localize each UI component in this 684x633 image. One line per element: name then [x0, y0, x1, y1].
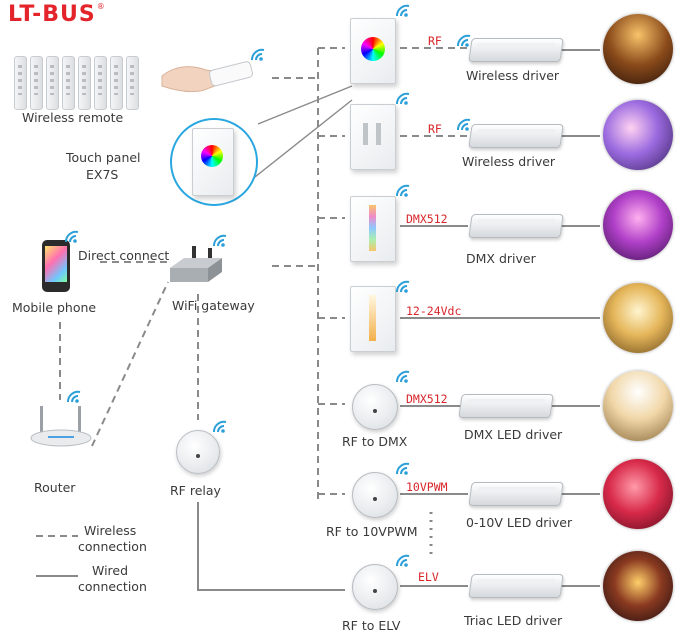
wifi-icon: [250, 48, 265, 62]
smartphone-icon: [42, 240, 70, 292]
touch-panel-dmx: [350, 196, 396, 262]
rf-to-dmx-label: RF to DMX: [342, 434, 408, 449]
panel-slider-right: [376, 123, 381, 145]
legend-wireless-label-1: Wireless: [84, 523, 137, 538]
wifi-icon: [395, 554, 410, 568]
remote-unit-7: [110, 56, 123, 110]
room-photo-icon: [603, 14, 673, 84]
led-driver-0-10v-label: 0-10V LED driver: [466, 515, 573, 530]
wireless-link-router-gateway: [91, 281, 169, 447]
rf-relay-label: RF relay: [170, 483, 221, 498]
wifi-icon: [212, 420, 227, 434]
led-driver-icon: [468, 482, 564, 506]
room-photo-icon: [603, 283, 673, 353]
rf-to-10vpwm-label: RF to 10VPWM: [326, 524, 418, 539]
wifi-icon: [456, 118, 471, 132]
panel-slider-left: [363, 123, 368, 145]
wireless-remote-label: Wireless remote: [22, 110, 124, 125]
panel-cct-bar: [369, 295, 376, 341]
wifi-gateway-label: WiFi gateway: [172, 298, 255, 313]
signal-dmx512-2: DMX512: [406, 392, 448, 406]
wifi-icon: [212, 234, 227, 248]
rf-to-elv-icon: [352, 564, 398, 610]
wifi-icon: [456, 34, 471, 48]
brand-logo: LT-BUS®: [8, 2, 106, 27]
touch-panel-cct: [350, 286, 396, 352]
legend-wired-label-2: connection: [78, 579, 147, 594]
wifi-icon: [395, 462, 410, 476]
wifi-icon: [64, 230, 79, 244]
registered-mark: ®: [96, 2, 106, 11]
led-driver-icon: [468, 38, 564, 62]
signal-rf-2: RF: [428, 122, 442, 136]
touch-panel-dimmer: [350, 104, 396, 170]
dmx-driver-label: DMX driver: [466, 251, 536, 266]
wifi-icon: [395, 4, 410, 18]
remote-unit-5: [78, 56, 91, 110]
hand-icon: [161, 61, 253, 93]
touch-panel-label: Touch panel: [66, 150, 141, 165]
led-driver-icon: [468, 214, 564, 238]
room-photo-icon: [603, 100, 673, 170]
wifi-icon: [66, 390, 81, 404]
phone-screen: [45, 246, 67, 282]
rf-to-elv-label: RF to ELV: [342, 618, 401, 633]
router-label: Router: [34, 480, 76, 495]
signal-12-24vdc: 12-24Vdc: [406, 304, 462, 318]
room-photo-icon: [603, 459, 673, 529]
rf-to-dmx-icon: [352, 384, 398, 430]
room-photo-icon: [603, 190, 673, 260]
remote-unit-4: [62, 56, 75, 110]
led-driver-icon: [468, 124, 564, 148]
mobile-phone-label: Mobile phone: [12, 300, 97, 315]
wifi-icon: [395, 280, 410, 294]
room-photo-icon: [603, 371, 673, 441]
remote-unit-2: [30, 56, 43, 110]
color-wheel-icon: [361, 37, 385, 61]
touch-panel-icon: [192, 128, 234, 196]
room-photo-icon: [603, 551, 673, 621]
direct-connect-label: Direct connect: [78, 248, 170, 263]
dmx-led-driver-label: DMX LED driver: [464, 427, 563, 442]
remote-unit-6: [94, 56, 107, 110]
brand-name: LT-BUS: [8, 2, 96, 27]
router-icon: [30, 406, 92, 447]
panel-color-bar: [369, 205, 376, 251]
wifi-icon: [395, 92, 410, 106]
remote-unit-1: [14, 56, 27, 110]
remote-unit-8: [126, 56, 139, 110]
touch-panel-zoom: [170, 118, 258, 206]
triac-led-driver-label: Triac LED driver: [464, 613, 563, 628]
wired-link-relay-elv: [197, 502, 345, 591]
legend-wired-label-1: Wired: [92, 563, 129, 578]
wireless-driver-label-1: Wireless driver: [466, 68, 560, 83]
zoom-callout-line-1: [257, 85, 353, 125]
remote-unit-3: [46, 56, 59, 110]
wifi-icon: [395, 184, 410, 198]
legend-wireless-label-2: connection: [78, 539, 147, 554]
led-driver-icon: [468, 574, 564, 598]
signal-elv: ELV: [418, 570, 439, 584]
signal-dmx512-1: DMX512: [406, 212, 448, 226]
wifi-icon: [395, 370, 410, 384]
color-wheel-icon: [201, 145, 223, 167]
touch-panel-rgb: [350, 18, 396, 84]
relay-icon: [176, 430, 220, 474]
touch-panel-model: EX7S: [86, 167, 119, 182]
signal-rf-1: RF: [428, 34, 442, 48]
rf-to-10vpwm-icon: [352, 472, 398, 518]
wireless-driver-label-2: Wireless driver: [462, 154, 556, 169]
gateway-icon: [170, 246, 222, 282]
led-driver-icon: [458, 394, 554, 418]
signal-10vpwm: 10VPWM: [406, 480, 448, 494]
